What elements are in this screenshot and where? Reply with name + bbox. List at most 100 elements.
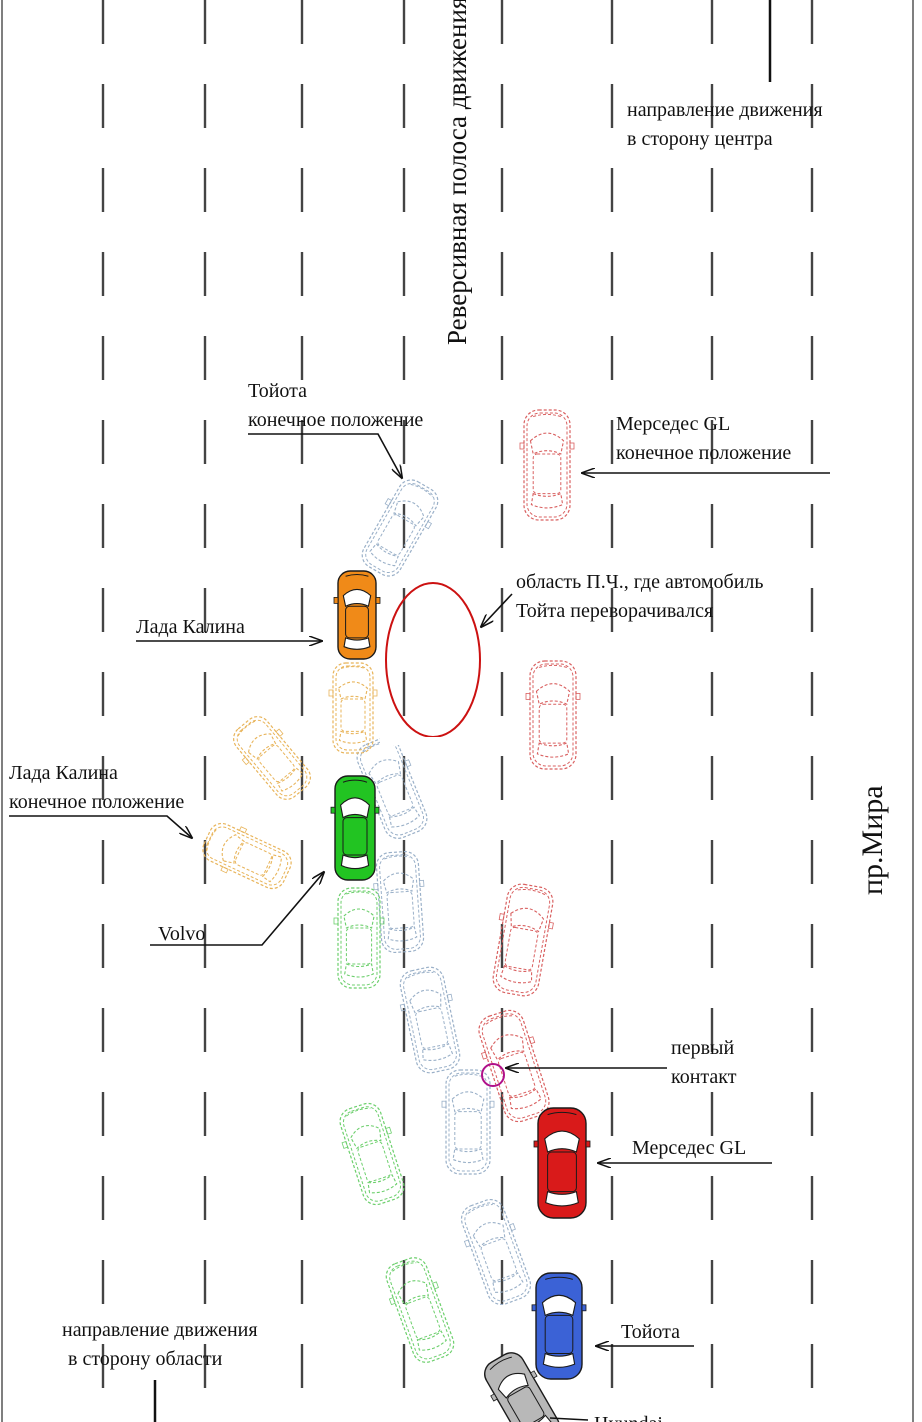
car-body-inner [481, 1013, 547, 1119]
car-mirror [375, 596, 381, 604]
mercedes-ghost-2 [492, 883, 554, 997]
car-mirror [432, 1281, 439, 1290]
car-body-inner [335, 665, 371, 751]
volvo-pointer [150, 872, 324, 946]
car-mirror [404, 759, 412, 768]
lada-final-label-line1: Лада Калина [9, 762, 118, 784]
first-contact-label-line1: первый [671, 1037, 734, 1059]
car-hood [533, 413, 561, 418]
mercedes-label: Мерседес GL [632, 1137, 746, 1159]
car-mirror [330, 806, 336, 814]
mercedes-gl-car [533, 1107, 591, 1219]
car-body [478, 1009, 550, 1123]
car-roof [377, 514, 415, 556]
car-body-inner [236, 719, 308, 797]
car-rear-window [261, 854, 283, 883]
toyota-final-label-line2: конечное положение [248, 409, 423, 431]
road-name-label: пр.Мира [856, 785, 889, 895]
car-roof [504, 926, 539, 971]
car-windshield [397, 1280, 429, 1306]
car-body [460, 1198, 532, 1306]
car-hood [362, 741, 388, 753]
car-mirror [374, 806, 380, 814]
car-body [332, 662, 374, 754]
car-body-inner [526, 412, 568, 518]
car-windshield [529, 432, 565, 455]
car-mirror [379, 917, 385, 925]
car-windshield [221, 834, 245, 864]
toyota-ghost-5 [460, 1198, 532, 1306]
volvo-ghost-3 [385, 1257, 455, 1363]
car-mirror [424, 520, 432, 530]
car-roof [405, 1296, 441, 1340]
car-roof [454, 1111, 482, 1150]
car-rear-window [388, 806, 421, 828]
car-windshield [247, 733, 277, 760]
car-windshield [350, 1125, 382, 1150]
car-roof [386, 890, 415, 930]
car-windshield [342, 588, 372, 607]
car-mirror [385, 1126, 392, 1135]
car-hood [467, 1203, 493, 1214]
car-rear-window [536, 742, 570, 758]
car-body [484, 1352, 560, 1422]
car-roof [532, 453, 562, 495]
toyota-car [531, 1272, 587, 1380]
car-body-inner [365, 482, 435, 574]
car-hood [407, 971, 434, 979]
car-body-inner [464, 1202, 528, 1302]
lada-label: Лада Калина [136, 616, 245, 638]
car-mirror [275, 728, 284, 737]
car-hood [517, 889, 546, 896]
rollover-area-pointer [481, 593, 513, 627]
car-roof [547, 1151, 577, 1193]
toyota-ghost-2 [373, 850, 425, 954]
car-windshield [409, 989, 442, 1014]
lane-markings [101, 0, 814, 1388]
car-mirror [373, 883, 379, 891]
car-body [339, 1102, 405, 1206]
car-windshield [343, 908, 375, 929]
car-mirror [531, 1304, 537, 1312]
car-roof [415, 1007, 449, 1049]
car-windshield [340, 797, 370, 819]
car-windshield [541, 1294, 577, 1317]
car-body [523, 409, 571, 521]
car-roof [544, 1314, 574, 1355]
toyota-ghost-final [361, 479, 439, 577]
car-mirror [446, 993, 453, 1002]
car-hood [346, 891, 372, 895]
car-mirror [569, 442, 575, 450]
car-mirror [490, 1393, 498, 1402]
car-rear-window [492, 1272, 524, 1293]
car-body [529, 660, 577, 770]
car-mirror [585, 1140, 591, 1148]
car-rear-window [344, 963, 374, 978]
car-body-inner [342, 1106, 402, 1202]
car-mirror [519, 442, 525, 450]
car-body [492, 883, 554, 997]
car-body-inner [448, 1072, 488, 1172]
lada-ghost-1 [328, 662, 378, 754]
car-rear-window [542, 1352, 576, 1368]
car-rear-window [500, 964, 533, 984]
car-mirror [525, 692, 531, 700]
reversible-lane-label: Реверсивная полоса движения [442, 0, 472, 345]
toyota-label: Тойота [621, 1321, 680, 1343]
car-rear-window [343, 637, 371, 650]
car-body-inner [495, 886, 551, 994]
lada-final-label-line2: конечное положение [9, 791, 184, 813]
car-hood [489, 1356, 512, 1371]
car-hood [392, 1262, 417, 1272]
car-roof [340, 698, 366, 732]
car-body [375, 850, 425, 954]
mercedes-final-label-line2: конечное положение [616, 442, 791, 464]
car-mirror [388, 1297, 396, 1306]
car-mirror [581, 1304, 587, 1312]
ellipse-mask [380, 737, 490, 745]
car-hood [545, 1276, 573, 1280]
lada-kalina-car [333, 570, 381, 660]
car-body-inner [389, 1260, 451, 1360]
car-body-inner [403, 969, 457, 1071]
car-windshield [544, 1130, 580, 1153]
